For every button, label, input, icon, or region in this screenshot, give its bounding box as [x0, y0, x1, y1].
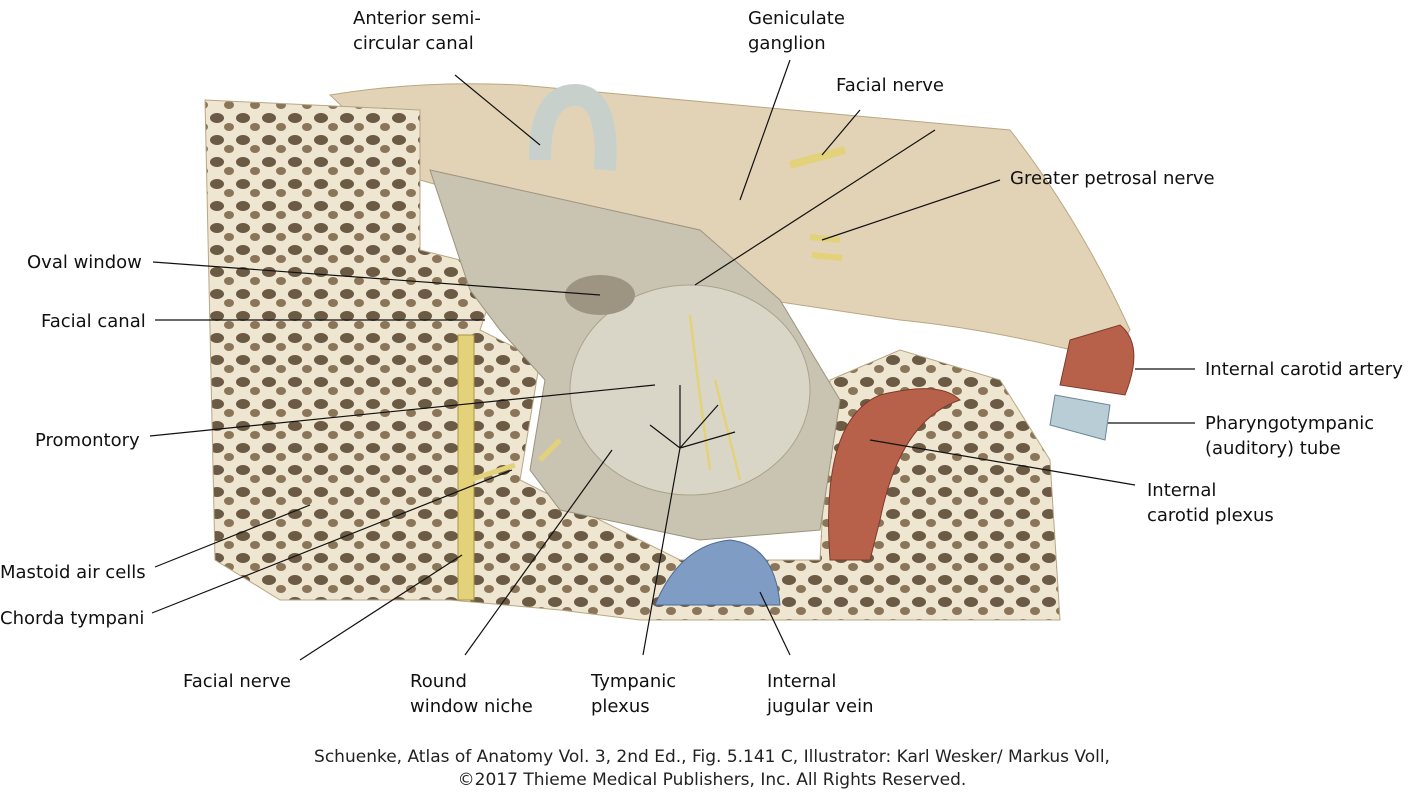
facial-nerve-shape	[457, 334, 475, 601]
leader-lines	[149, 59, 1195, 661]
label-line: Pharyngotympanic	[1205, 413, 1375, 434]
label-oval-window: Oval window	[27, 252, 142, 273]
label-line: ganglion	[748, 33, 826, 54]
facial-nerve-top-shape	[788, 146, 847, 169]
label-pharyngotympanic-tube: Pharyngotympanic (auditory) tube	[1205, 411, 1374, 461]
label-line: carotid plexus	[1147, 505, 1274, 526]
label-line: Internal	[1147, 480, 1217, 501]
label-internal-carotid-plexus: Internal carotid plexus	[1147, 478, 1274, 528]
label-anterior-semicircular-canal: Anterior semi-circular canal	[353, 6, 481, 56]
label-mastoid-air-cells: Mastoid air cells	[0, 562, 146, 583]
label-line: circular canal	[353, 33, 474, 54]
label-line: Anterior semi-	[353, 8, 481, 29]
chorda-tympani-shape	[469, 438, 562, 483]
promontory-shape	[569, 284, 811, 496]
label-line: window niche	[410, 696, 533, 717]
label-line: Geniculate	[748, 8, 845, 29]
label-geniculate-ganglion: Geniculate ganglion	[748, 6, 845, 56]
caption-line-1: Schuenke, Atlas of Anatomy Vol. 3, 2nd E…	[314, 747, 1110, 767]
label-line: jugular vein	[767, 696, 874, 717]
label-facial-nerve-top: Facial nerve	[836, 75, 944, 96]
tympanic-plexus-shape	[688, 314, 742, 481]
label-promontory: Promontory	[35, 430, 140, 451]
caption-line-2: ©2017 Thieme Medical Publishers, Inc. Al…	[457, 770, 967, 790]
label-line: (auditory) tube	[1205, 438, 1341, 459]
label-greater-petrosal-nerve: Greater petrosal nerve	[1010, 168, 1215, 189]
label-line: Round	[410, 671, 467, 692]
internal-carotid-shape	[828, 388, 961, 561]
label-line: Tympanic	[591, 671, 677, 692]
carotid-end-shape	[1059, 324, 1135, 396]
label-round-window-niche: Round window niche	[410, 669, 533, 719]
label-line: plexus	[591, 696, 650, 717]
label-chorda-tympani: Chorda tympani	[0, 608, 145, 629]
label-facial-canal: Facial canal	[41, 311, 146, 332]
label-tympanic-plexus: Tympanic plexus	[591, 669, 676, 719]
label-internal-jugular-vein: Internal jugular vein	[767, 669, 874, 719]
label-facial-nerve-bottom: Facial nerve	[183, 671, 291, 692]
label-line: Internal	[767, 671, 837, 692]
auditory-tube-shape	[1049, 394, 1111, 441]
semicircular-canal-shape	[529, 83, 617, 171]
label-internal-carotid-artery: Internal carotid artery	[1205, 359, 1403, 380]
jugular-vein-shape	[654, 539, 781, 606]
